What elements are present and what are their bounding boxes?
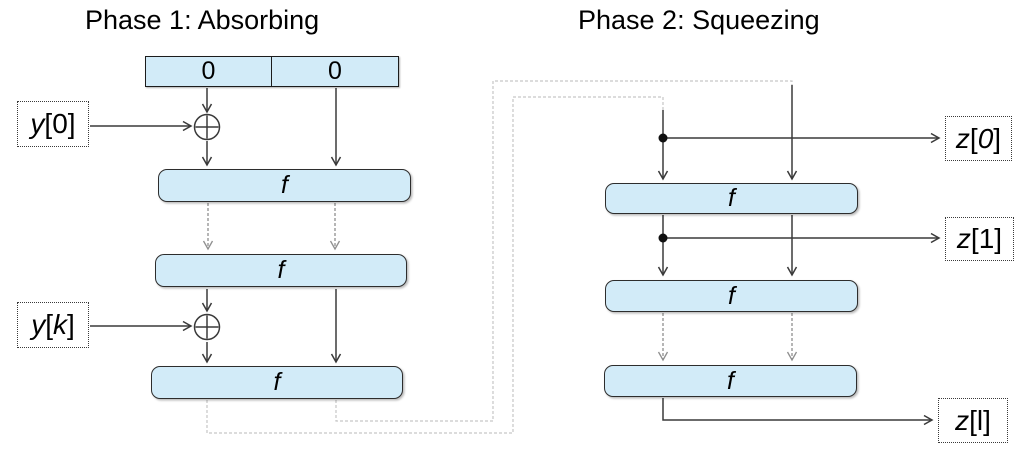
- yk-var: y: [31, 309, 46, 340]
- yk-open-bracket: [: [45, 309, 53, 340]
- zl-index: l: [976, 404, 984, 436]
- phase2-title: Phase 2: Squeezing: [578, 5, 820, 35]
- junction-dot-icon: [658, 233, 668, 243]
- phase1-title: Phase 1: Absorbing: [85, 5, 320, 35]
- z1-index: 1: [978, 223, 995, 254]
- input-label-y0: y[0]: [17, 101, 89, 147]
- output-label-z1: z[1]: [945, 217, 1014, 261]
- f-box-squeeze-3: f: [604, 365, 857, 397]
- xor-icon: [193, 113, 221, 141]
- absorb-arrows: [90, 88, 342, 364]
- wrap-line-capacity-part: [335, 80, 793, 422]
- junction-dot-icon: [658, 133, 668, 143]
- z1-var: z: [956, 223, 971, 254]
- z1-close-bracket: ]: [994, 223, 1003, 254]
- register-cell-rate: 0: [145, 56, 272, 87]
- initial-state-register: 0 0: [145, 56, 399, 87]
- z1-open-bracket: [: [970, 223, 979, 254]
- f-box-squeeze-1: f: [605, 183, 858, 214]
- y0-open-bracket: [: [44, 108, 53, 139]
- f-box-absorb-2: f: [155, 254, 407, 287]
- y0-var: y: [30, 108, 45, 139]
- output-label-z0: z[0]: [945, 116, 1012, 161]
- junction-dots: [658, 133, 668, 243]
- output-label-zl: z[l]: [938, 398, 1008, 443]
- y0-index: 0: [52, 108, 68, 139]
- z0-close-bracket: ]: [993, 122, 1002, 154]
- xor-nodes: [193, 113, 221, 341]
- squeeze-arrows: [657, 85, 941, 426]
- z0-open-bracket: [: [969, 122, 978, 154]
- xor-icon: [193, 313, 221, 341]
- yk-close-bracket: ]: [67, 309, 75, 340]
- yk-index: k: [53, 309, 67, 340]
- register-cell-capacity: 0: [272, 56, 399, 87]
- wrap-lines: [206, 80, 793, 434]
- f-box-absorb-1: f: [158, 169, 411, 202]
- zl-var: z: [955, 404, 970, 436]
- y0-close-bracket: ]: [67, 108, 76, 139]
- faded-chain-arrows: [202, 203, 798, 362]
- f-box-squeeze-2: f: [605, 280, 858, 312]
- input-label-yk: y[k]: [17, 302, 89, 348]
- arrow-sf3-to-zl: [662, 398, 934, 426]
- zl-open-bracket: [: [969, 404, 977, 436]
- f-box-absorb-3: f: [151, 366, 403, 399]
- wrap-line-rate-part: [206, 96, 664, 434]
- zl-close-bracket: ]: [983, 404, 991, 436]
- z0-index: 0: [977, 122, 994, 154]
- z0-var: z: [955, 122, 970, 154]
